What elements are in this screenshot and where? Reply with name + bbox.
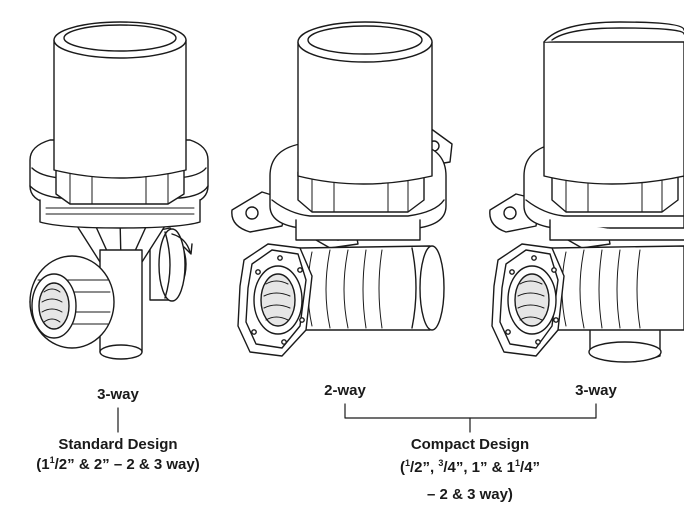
- compact-2way-label: 2-way: [324, 382, 366, 399]
- standard-type-label: 3-way: [97, 386, 139, 403]
- compact-bracket: [344, 403, 597, 419]
- compact-sizes-part2: /4”, 1” & 1: [443, 459, 516, 476]
- compact-design-title: Compact Design: [410, 436, 530, 453]
- compact-sizes-sup3: 1: [515, 458, 521, 468]
- compact-sizes-sup1: 1: [404, 458, 410, 468]
- leader-lines: [117, 403, 597, 433]
- standard-3way-valve: [29, 21, 209, 360]
- compact-design-sizes-line2: – 2 & 3 way): [427, 486, 513, 503]
- standard-sizes-sup: 1: [49, 455, 55, 465]
- compact-3way-valve: [489, 21, 684, 363]
- standard-sizes-lead: (1: [36, 456, 50, 473]
- compact-sizes-sup2: 3: [438, 458, 444, 468]
- compact-design-sizes: (1/2”, 3/4”, 1” & 11/4”: [380, 459, 560, 477]
- compact-3way-label: 3-way: [575, 382, 617, 399]
- standard-design-sizes: (11/2” & 2” – 2 & 3 way): [14, 456, 222, 474]
- compact-sizes-part3: /4”: [520, 459, 541, 476]
- compact-sizes-part1: /2”,: [409, 459, 439, 476]
- compact-2way-valve: [231, 21, 453, 357]
- standard-design-title: Standard Design: [58, 436, 178, 453]
- compact-sizes-open: (: [399, 459, 405, 476]
- standard-sizes-tail: /2” & 2” – 2 & 3 way): [54, 456, 200, 473]
